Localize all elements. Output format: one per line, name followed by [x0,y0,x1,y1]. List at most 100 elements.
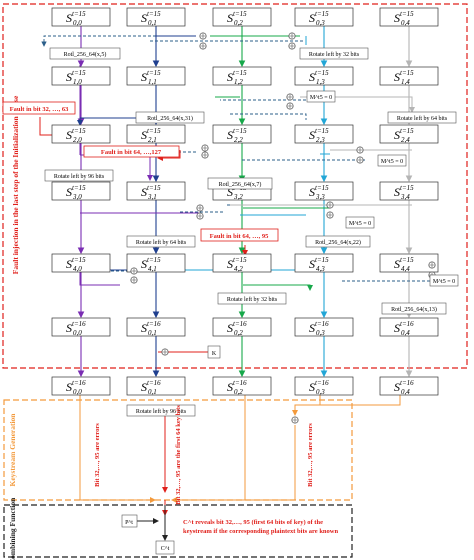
xor-node [288,32,296,40]
combine-note-line2: keystream if the corresponding plaintext… [183,528,338,535]
operator-nodes [130,32,436,424]
xor-node [196,212,204,220]
op-rotl-13: Rotl_256_64(x,13) [391,306,437,313]
xor-node [201,144,209,152]
xor-node [326,201,334,209]
combine-frame [3,504,353,558]
op-m0-c: M^t5 = 0 [349,221,371,227]
keystream-note-b: Bit 32,…, 95 are the first 64 key bits [175,405,182,505]
xor-node [291,416,299,424]
combine-note-line1: C^t reveals bit 32,…, 95 (first 64 bits … [183,519,323,526]
xor-node [196,204,204,212]
op-rot96-a: Rotate left by 96 bits [54,173,105,180]
keystream-arrows [79,392,401,503]
op-rot64-a: Rotate left by 64 bits [397,115,448,122]
op-rot32-b: Rotate left by 32 bits [227,296,278,303]
combine-arrows [137,505,168,541]
op-m0-b: M^t5 = 0 [381,159,403,165]
xor-node [356,146,364,154]
xor-node [326,211,334,219]
op-rotl-31: Rotl_256_64(x,31) [147,115,193,122]
fault-label-2: Fault in bit 64, …,127 [101,149,162,156]
op-k: K [212,351,217,357]
xor-node [199,42,207,50]
op-m0-d: M^t5 = 0 [433,279,455,285]
keystream-note-c: Bit 32,…, 95 are errors [307,423,314,487]
xor-node [130,267,138,275]
fault-label-3: Fault in bit 64, …, 95 [210,233,269,240]
op-rotl-22: Rotl_256_64(x,22) [315,239,361,246]
xor-node [356,156,364,164]
xor-node [286,93,294,101]
fault-labels: Fault in bit 32, …, 63 Fault in bit 64, … [2,101,279,242]
op-rot96-b: Rotate left by 96 bits [136,408,187,415]
fault-phase-label: Fault injection in the last step of the … [11,95,20,274]
xor-node [286,102,294,110]
op-rot32-a: Rotate left by 32 bits [309,51,360,58]
xor-node [130,276,138,284]
xor-node [428,261,436,269]
keystream-label: Keystream Generation [8,413,17,487]
combining-label: Combining Function [8,497,17,560]
op-m0-a: M^t5 = 0 [310,95,332,101]
op-c: C^t [161,546,170,552]
xor-node [201,151,209,159]
